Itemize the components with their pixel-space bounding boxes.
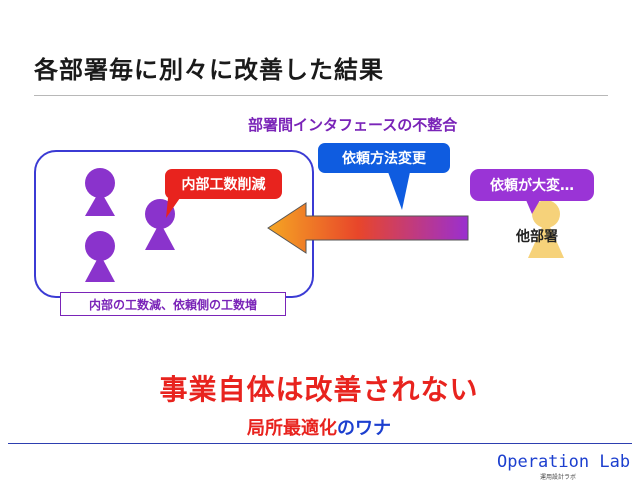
subline: 局所最適化のワナ — [0, 414, 638, 440]
internal-effect-label: 内部の工数減、依頼側の工数増 — [60, 292, 286, 316]
mismatch-label: 部署間インタフェースの不整合 — [248, 116, 458, 134]
headline: 事業自体は改善されない — [159, 373, 479, 406]
request-hard-callout: 依頼が大変… — [470, 169, 594, 201]
other-dept-label: 他部署 — [516, 229, 558, 245]
internal-reduction-callout: 内部工数削減 — [165, 169, 282, 199]
logo-text: Operation Lab — [497, 452, 631, 472]
page-title: 各部署毎に別々に改善した結果 — [34, 56, 384, 84]
person-icon — [85, 168, 115, 216]
logo-subtext: 運用設計ラボ — [540, 474, 577, 481]
arrow-icon — [267, 202, 469, 254]
footer-divider — [8, 443, 632, 444]
title-divider — [34, 95, 608, 96]
request-change-callout: 依頼方法変更 — [318, 143, 450, 173]
subline-highlight: 局所最適化 — [247, 418, 337, 439]
subline-rest: のワナ — [337, 418, 391, 439]
other-dept-person-icon — [528, 200, 564, 258]
person-icon — [85, 231, 115, 282]
